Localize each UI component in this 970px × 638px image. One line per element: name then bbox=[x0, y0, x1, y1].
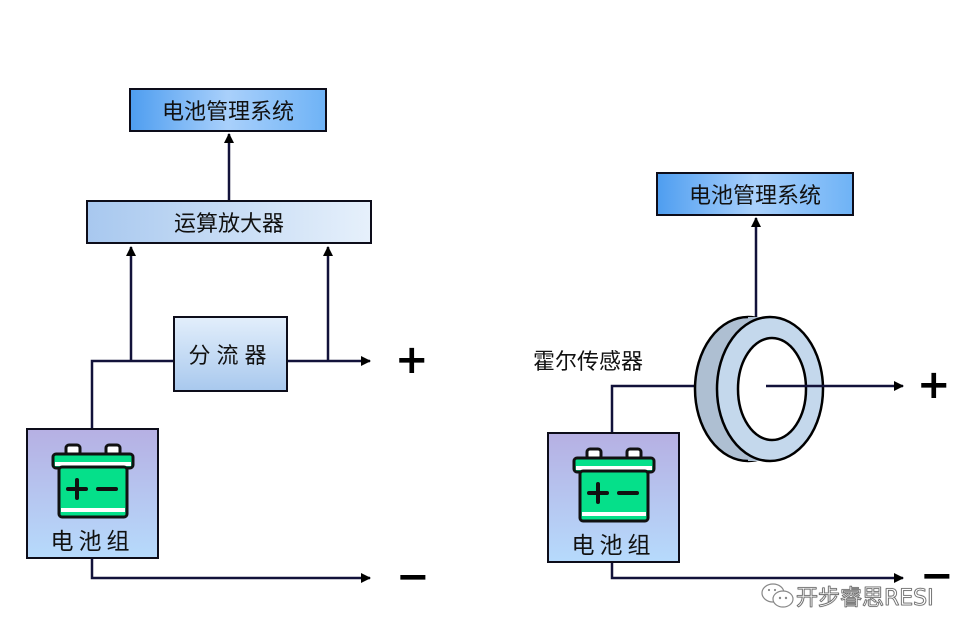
bms-label-left: 电池管理系统 bbox=[161, 100, 294, 125]
pack-to-shunt-wire bbox=[90, 359, 173, 428]
watermark: 开步睿思RESI bbox=[760, 580, 934, 612]
left-wires bbox=[90, 133, 371, 583]
pack-to-negative-arrow bbox=[90, 558, 371, 583]
negative-terminal-right: − bbox=[920, 553, 954, 599]
hall-sensor-label: 霍尔传感器 bbox=[533, 350, 644, 375]
positive-terminal-left: + bbox=[395, 337, 429, 383]
opamp-label: 运算放大器 bbox=[173, 212, 284, 237]
car-battery-icon bbox=[572, 447, 655, 523]
battery-pack-box-right: 电池组 bbox=[547, 432, 680, 563]
shunt-box: 分流器 bbox=[173, 316, 288, 392]
shunt-label: 分流器 bbox=[188, 344, 273, 369]
right-wires bbox=[610, 217, 904, 583]
negative-terminal-left: − bbox=[396, 554, 430, 600]
battery-pack-box-left: 电池组 bbox=[26, 428, 159, 559]
hall-sensor-ring-icon bbox=[693, 315, 825, 463]
bms-box-left: 电池管理系统 bbox=[129, 88, 327, 132]
pack-label-right: 电池组 bbox=[571, 533, 656, 559]
watermark-text: 开步睿思RESI bbox=[796, 586, 934, 612]
opamp-box: 运算放大器 bbox=[86, 200, 372, 244]
pack-to-sensor-wire bbox=[610, 384, 698, 432]
pack-to-negative-arrow-right bbox=[610, 562, 904, 583]
wechat-icon bbox=[761, 583, 794, 608]
positive-terminal-right: + bbox=[917, 362, 951, 408]
bms-box-right: 电池管理系统 bbox=[656, 172, 854, 216]
bms-label-right: 电池管理系统 bbox=[688, 184, 821, 209]
pack-label-left: 电池组 bbox=[50, 529, 135, 555]
car-battery-icon bbox=[51, 443, 134, 519]
